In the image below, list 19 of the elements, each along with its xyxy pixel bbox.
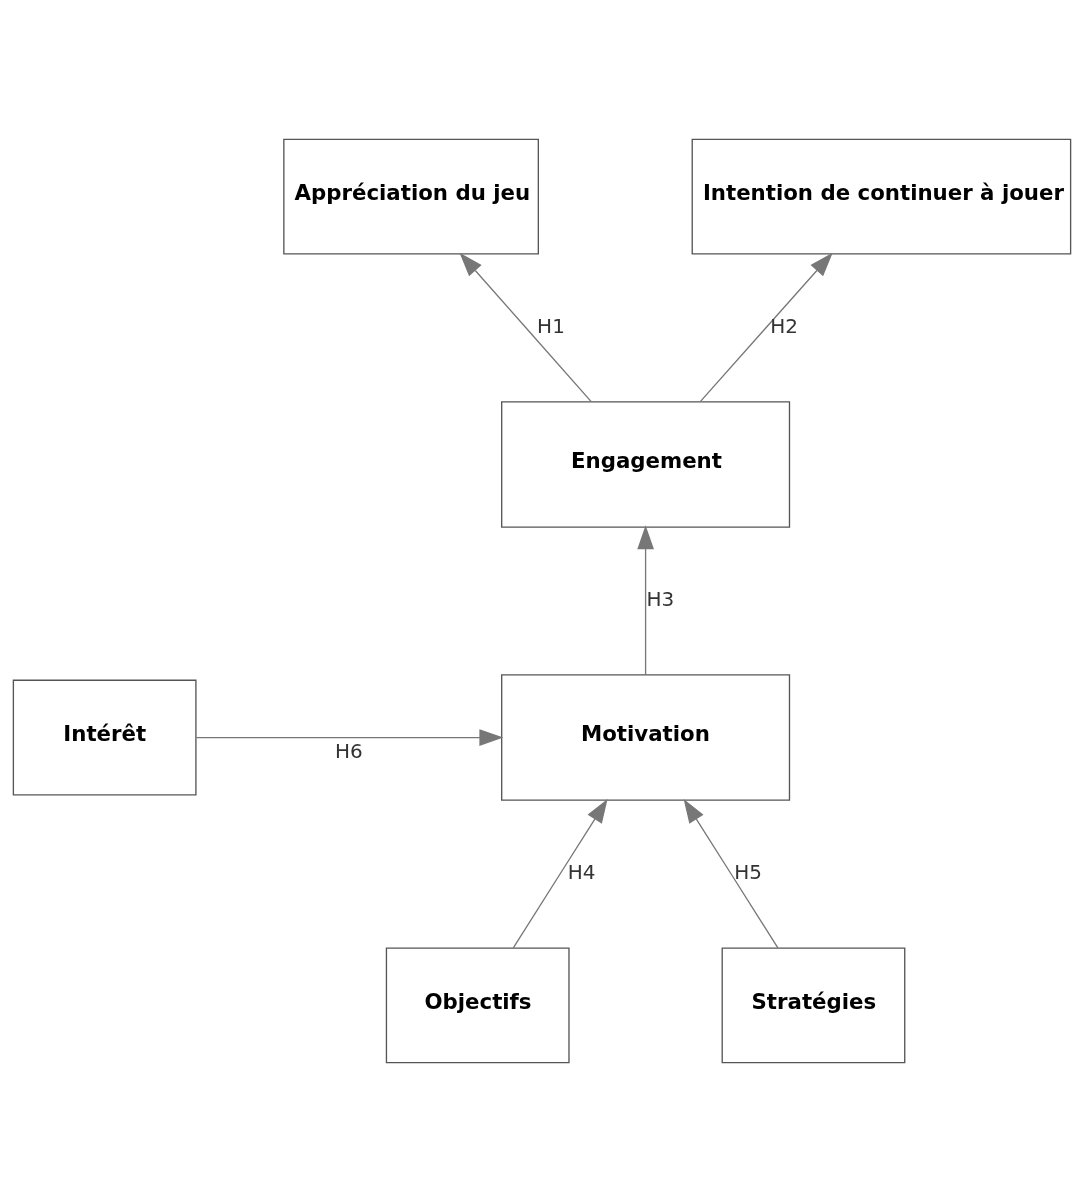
node-box: Intention de continuer à jouer [691,138,1072,255]
edge-label: H4 [567,859,596,884]
arrow [195,729,504,746]
arrow [637,525,654,676]
node-box: Intérêt [12,679,197,796]
arrow [512,798,608,949]
arrow [459,252,592,403]
node-box: Objectifs [385,947,570,1064]
node-box: Stratégies [721,947,906,1064]
edge-label: H5 [734,859,763,884]
edge-label: H6 [334,738,363,763]
edge-label: H1 [537,313,565,338]
edge-label: H2 [770,313,799,338]
arrow [699,252,833,403]
node-box: Appréciation du jeu [283,138,539,255]
arrow [683,798,779,949]
node-box: Motivation [501,674,791,801]
node-box: Engagement [501,401,791,528]
edge-label: H3 [646,586,675,611]
